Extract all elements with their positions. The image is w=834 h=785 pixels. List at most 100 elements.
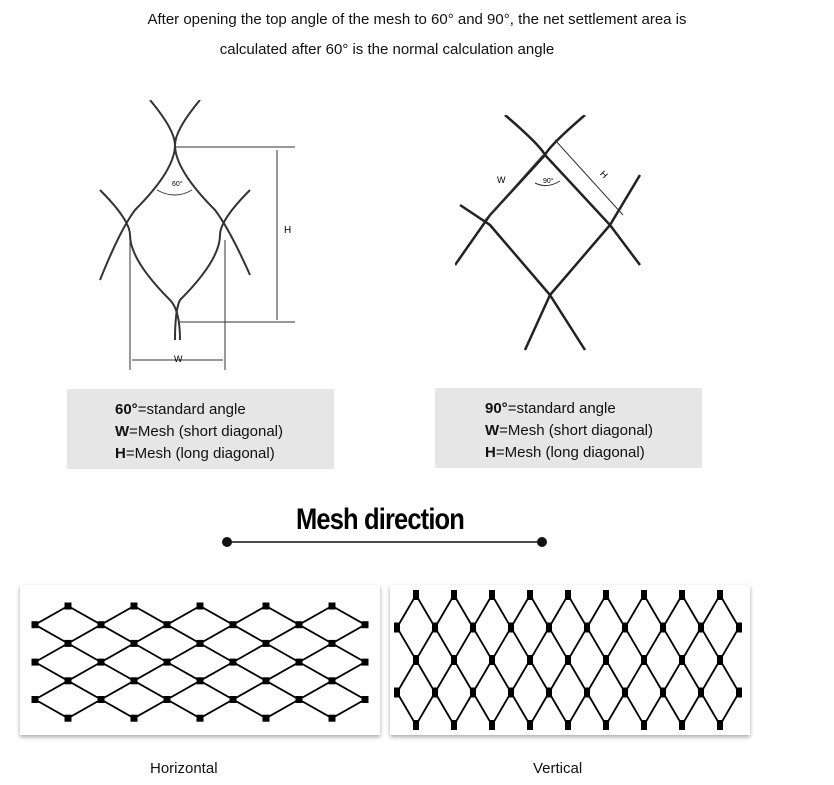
- mesh-node: [130, 602, 138, 610]
- mesh-wire: [700, 659, 721, 693]
- mesh-node: [229, 621, 237, 629]
- mesh-wire: [719, 659, 740, 693]
- mesh-wire: [662, 594, 683, 628]
- mesh-wire: [265, 680, 300, 701]
- mesh-node: [736, 687, 742, 698]
- mesh-wire: [331, 661, 366, 682]
- mesh-wire: [166, 661, 201, 682]
- mesh-wire: [434, 659, 455, 693]
- mesh-wire: [396, 659, 417, 693]
- mesh-wire: [331, 642, 366, 663]
- mesh-node: [413, 720, 419, 730]
- mesh-wire: [232, 661, 267, 682]
- w-label: W: [497, 175, 506, 185]
- legend-row: 90°=standard angle: [485, 400, 616, 417]
- mesh-wire: [34, 642, 69, 663]
- mesh-node: [196, 677, 204, 685]
- mesh-wire: [100, 623, 135, 645]
- mesh-node: [394, 687, 400, 698]
- mesh-wire: [133, 623, 168, 645]
- mesh-node: [660, 687, 666, 698]
- mesh-wire: [265, 623, 300, 645]
- mesh-wire: [100, 698, 135, 719]
- title-divider: [222, 537, 547, 547]
- mesh-node: [97, 621, 105, 629]
- mesh-node: [31, 621, 39, 629]
- mesh-node: [31, 696, 39, 703]
- mesh-node: [130, 639, 138, 647]
- mesh-wire: [67, 605, 102, 626]
- mesh-wire: [133, 642, 168, 663]
- mesh-node: [328, 639, 336, 647]
- mesh-node: [229, 658, 237, 666]
- mesh-node: [698, 687, 704, 698]
- mesh-node: [679, 590, 685, 600]
- mesh-wire: [265, 605, 300, 626]
- mesh-node: [660, 622, 666, 633]
- diagram-60-degree: 60° H W: [99, 100, 295, 370]
- mesh-wire: [434, 627, 455, 661]
- vertical-mesh-pattern: [394, 590, 742, 730]
- mesh-wire: [67, 680, 102, 701]
- mesh-node: [679, 720, 685, 730]
- mesh-wire: [199, 661, 234, 682]
- mesh-node: [130, 677, 138, 685]
- mesh-wire: [232, 642, 267, 663]
- mesh-node: [262, 639, 270, 647]
- legend-row: W=Mesh (short diagonal): [115, 423, 284, 440]
- mesh-wire: [605, 594, 626, 628]
- mesh-wire: [166, 605, 201, 626]
- mesh-wire: [510, 659, 531, 693]
- mesh-node: [328, 714, 336, 722]
- mesh-node: [130, 714, 138, 722]
- mesh-wire: [100, 642, 135, 663]
- mesh-wire: [510, 627, 531, 661]
- mesh-node: [451, 720, 457, 730]
- mesh-wire: [34, 661, 69, 682]
- mesh-wire: [415, 594, 436, 628]
- mesh-node: [527, 655, 533, 665]
- mesh-wire: [624, 692, 645, 726]
- mesh-node: [196, 714, 204, 722]
- mesh-node: [361, 696, 369, 703]
- mesh-wire: [586, 627, 607, 661]
- mesh-node: [163, 621, 171, 629]
- mesh-wire: [100, 605, 135, 626]
- mesh-wire: [67, 698, 102, 719]
- mesh-wire: [700, 627, 721, 661]
- mesh-wire: [643, 594, 664, 628]
- legend-row: H=Mesh (long diagonal): [115, 445, 275, 462]
- legend-row: W=Mesh (short diagonal): [485, 422, 654, 439]
- mesh-wire: [662, 627, 683, 661]
- h-label: H: [598, 169, 610, 181]
- mesh-wire: [643, 692, 664, 726]
- mesh-node: [361, 658, 369, 666]
- mesh-wire: [415, 692, 436, 726]
- mesh-wire: [700, 692, 721, 726]
- legend-row: 60°=standard angle: [115, 401, 246, 418]
- mesh-wire: [34, 623, 69, 645]
- mesh-wire: [199, 680, 234, 701]
- mesh-node: [508, 687, 514, 698]
- mesh-wire: [586, 659, 607, 693]
- mesh-wire: [133, 605, 168, 626]
- mesh-node: [565, 720, 571, 730]
- mesh-wire: [586, 594, 607, 628]
- mesh-node: [31, 658, 39, 666]
- mesh-node: [641, 655, 647, 665]
- mesh-wire: [681, 659, 702, 693]
- mesh-node: [413, 590, 419, 600]
- mesh-node: [622, 622, 628, 633]
- mesh-wire: [491, 692, 512, 726]
- mesh-wire: [331, 605, 366, 626]
- mesh-wire: [67, 661, 102, 682]
- mesh-node: [196, 602, 204, 610]
- mesh-node: [508, 622, 514, 633]
- mesh-wire: [719, 692, 740, 726]
- mesh-wire: [67, 623, 102, 645]
- mesh-wire: [434, 594, 455, 628]
- mesh-wire: [605, 627, 626, 661]
- mesh-node: [262, 677, 270, 685]
- mesh-node: [64, 677, 72, 685]
- mesh-wire: [298, 661, 333, 682]
